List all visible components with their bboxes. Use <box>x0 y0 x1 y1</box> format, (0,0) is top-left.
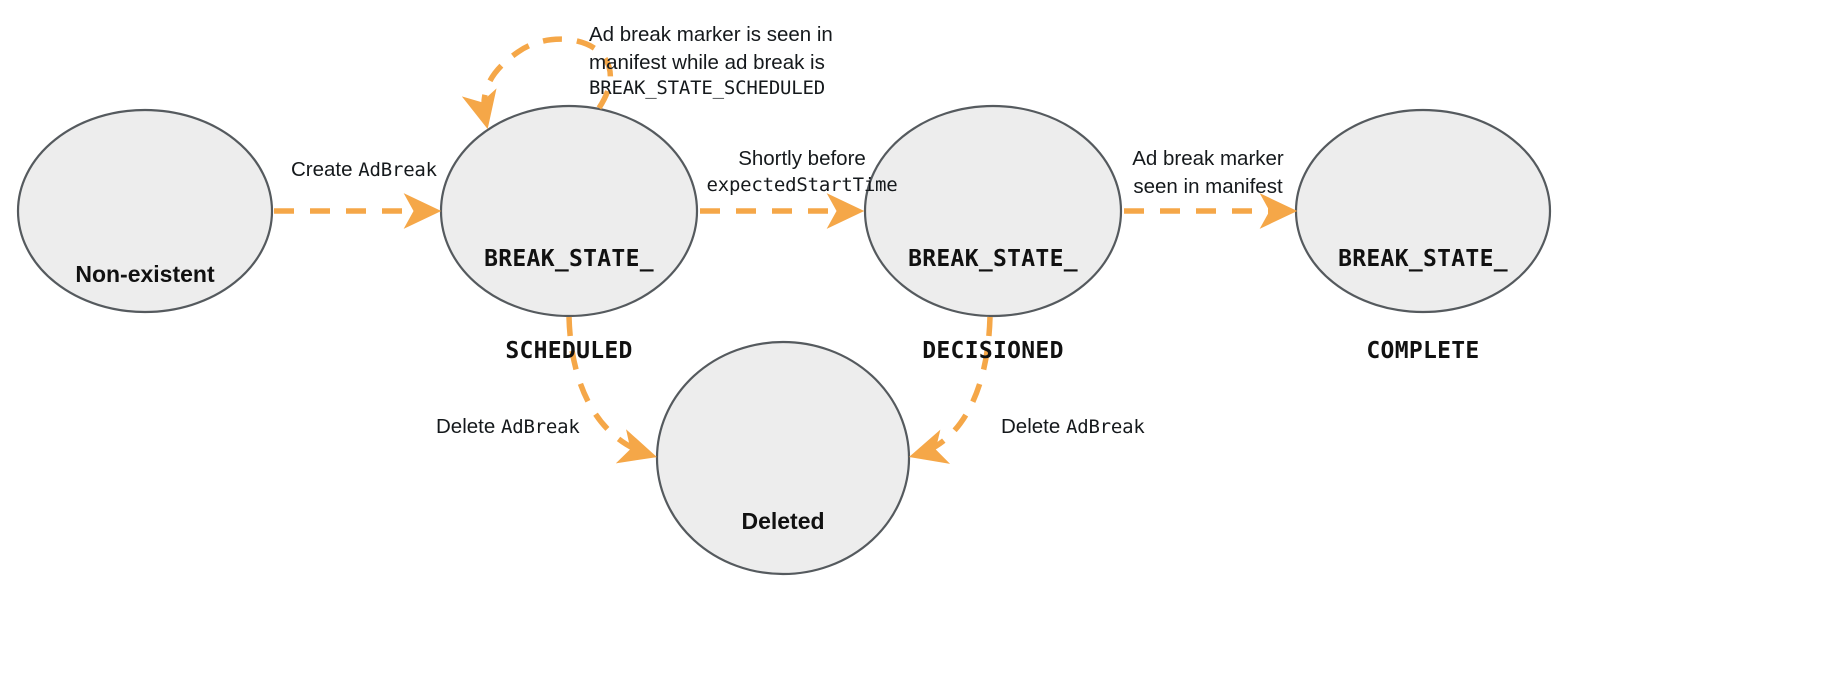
edge-label-shortly-before: Shortly before expectedStartTime <box>692 145 912 198</box>
edge-label-self-loop-line3: BREAK_STATE_SCHEDULED <box>589 77 826 100</box>
node-deleted[interactable] <box>655 340 911 576</box>
edge-label-delete-adbreak-left: Delete AdBreak <box>436 413 580 441</box>
edge-delete-adbreak-from-scheduled <box>566 316 657 464</box>
edge-label-self-loop-line2: manifest while ad break is <box>589 50 825 74</box>
edge-label-ad-break-marker-seen: Ad break marker seen in manifest <box>1098 145 1318 200</box>
node-break-state-scheduled[interactable] <box>439 104 699 318</box>
edge-label-delete-adbreak-right: Delete AdBreak <box>1001 413 1145 441</box>
edge-label-delete-left-plain: Delete <box>436 415 501 438</box>
edge-label-shortly-before-line1: Shortly before <box>738 147 866 170</box>
node-non-existent[interactable] <box>16 108 274 314</box>
edge-label-delete-right-mono: AdBreak <box>1065 416 1145 438</box>
edge-label-create-adbreak-mono: AdBreak <box>358 159 437 181</box>
edge-label-self-loop-line1: Ad break marker is seen in <box>589 23 833 46</box>
edge-label-expected-start-time: expectedStartTime <box>706 173 898 196</box>
edge-label-self-loop-scheduled: Ad break marker is seen in manifest whil… <box>589 21 889 102</box>
edge-label-delete-left-mono: AdBreak <box>500 416 580 438</box>
edge-delete-adbreak-from-decisioned <box>909 316 993 464</box>
edge-label-marker-seen-line1: Ad break marker <box>1132 147 1284 170</box>
edge-self-loop-scheduled <box>461 36 614 130</box>
edge-label-delete-right-plain: Delete <box>1001 415 1066 438</box>
edge-label-marker-seen-line2: seen in manifest <box>1133 174 1283 198</box>
node-break-state-decisioned[interactable] <box>863 104 1123 318</box>
node-break-state-complete[interactable] <box>1294 108 1552 314</box>
edge-label-create-adbreak-plain: Create <box>291 158 359 181</box>
edge-label-create-adbreak: Create AdBreak <box>291 156 437 184</box>
